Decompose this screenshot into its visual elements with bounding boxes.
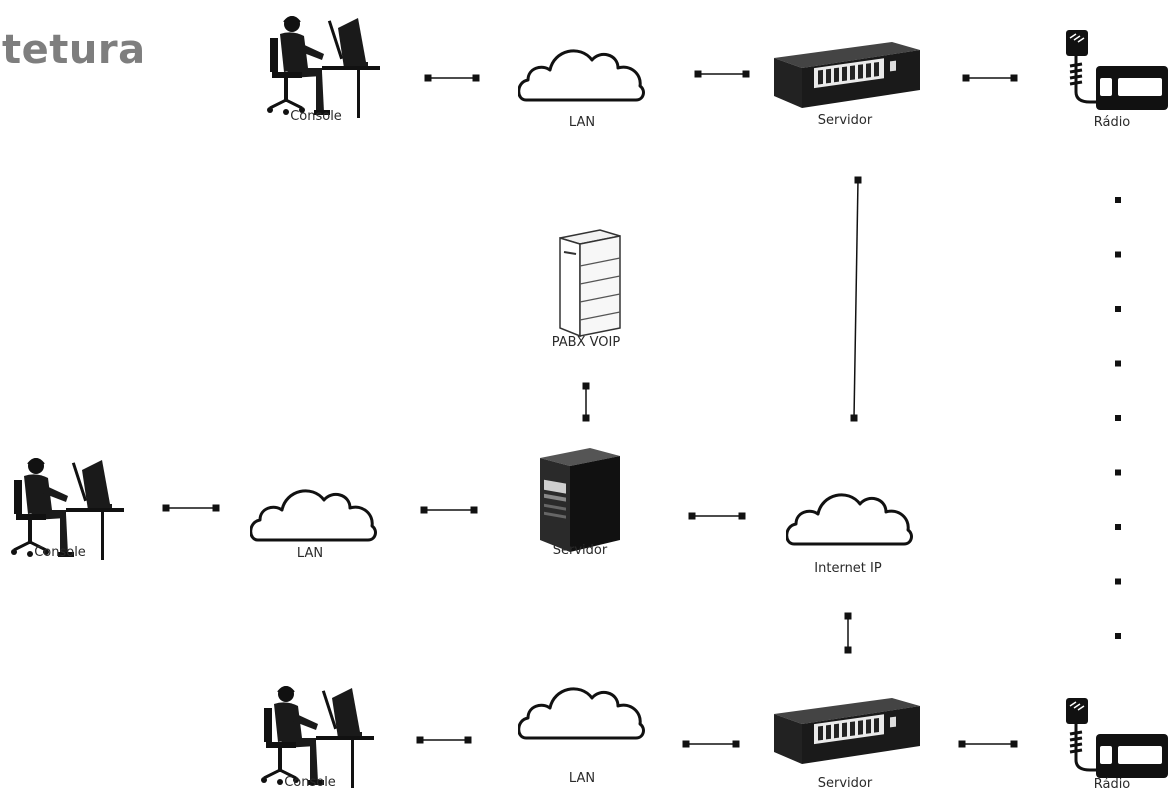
edge-endpoint [682, 740, 690, 748]
edge-pabx-to-servidor-mid [582, 382, 590, 422]
cloud-icon [250, 489, 377, 542]
edge-dot [1115, 360, 1121, 367]
edge-endpoint [464, 736, 472, 744]
edge-endpoint [844, 612, 852, 620]
edge-endpoint [1010, 74, 1018, 82]
node-label-console-mid: Console [34, 545, 86, 560]
edge-servidor-mid-to-internet [688, 512, 746, 520]
connections-layer [162, 70, 1121, 748]
edge-dot [1115, 251, 1121, 258]
node-label-radio-top: Rádio [1093, 115, 1131, 130]
nodes-layer [9, 14, 1170, 790]
edge-endpoint [416, 736, 424, 744]
rack-server-icon [774, 698, 920, 764]
console-icon [265, 14, 382, 120]
node-label-servidor-top: Servidor [817, 113, 873, 128]
edge-endpoint [732, 740, 740, 748]
edge-endpoint [854, 176, 862, 184]
edge-endpoint [694, 70, 702, 78]
node-label-console-top: Console [290, 109, 342, 124]
edge-endpoint [1010, 740, 1018, 748]
edge-servidor-bot-to-radio-bot [958, 740, 1018, 748]
node-label-lan-top: LAN [568, 115, 596, 130]
node-label-radio-bot: Rádio [1093, 777, 1131, 792]
edge-servidor-top-to-radio-top [962, 74, 1018, 82]
node-label-lan-mid: LAN [296, 546, 324, 561]
edge-console-mid-to-lan-mid [162, 504, 220, 512]
edge-dot [1115, 306, 1121, 312]
edge-endpoint [738, 512, 746, 520]
edge-console-bot-to-lan-bot [416, 736, 472, 744]
node-label-console-bot: Console [284, 775, 336, 790]
edge-dot [1115, 469, 1121, 476]
radio-icon [1064, 28, 1170, 112]
edge-dot [1115, 578, 1121, 585]
edge-endpoint [420, 506, 428, 514]
edge-endpoint [844, 646, 852, 654]
edge-endpoint [850, 414, 858, 422]
pabx-icon [559, 229, 621, 337]
cloud-icon [786, 493, 913, 546]
edge-radio-top-to-radio-bot [1115, 197, 1121, 639]
node-label-servidor-bot: Servidor [817, 776, 873, 791]
edge-lan-mid-to-servidor-mid [420, 506, 478, 514]
edge-console-top-to-lan-top [424, 74, 480, 82]
node-label-internet: Internet IP [814, 561, 882, 576]
edge-endpoint [424, 74, 432, 82]
page-title: tetura [2, 27, 146, 73]
console-icon [259, 684, 376, 790]
edge-endpoint [688, 512, 696, 520]
edge-lan-bot-to-servidor-bot [682, 740, 740, 748]
edge-endpoint [958, 740, 966, 748]
edge-endpoint [470, 506, 478, 514]
edge-endpoint [742, 70, 750, 78]
node-label-pabx: PABX VOIP [551, 335, 621, 350]
radio-icon [1064, 696, 1170, 780]
edge-endpoint [162, 504, 170, 512]
rack-server-icon [774, 42, 920, 108]
tower-server-icon [540, 448, 620, 552]
cloud-icon [518, 49, 645, 102]
node-label-lan-bot: LAN [568, 771, 596, 786]
node-label-servidor-mid: Servidor [552, 543, 608, 558]
edge-endpoint [212, 504, 220, 512]
edge-endpoint [472, 74, 480, 82]
edge-dot [1115, 633, 1121, 639]
edge-dot [1115, 415, 1121, 421]
cloud-icon [518, 687, 645, 740]
edge-dot [1115, 524, 1121, 530]
edge-line [853, 179, 859, 419]
edge-lan-top-to-servidor-top [694, 70, 750, 78]
edge-endpoint [962, 74, 970, 82]
edge-endpoint [582, 382, 590, 390]
edge-dot [1115, 197, 1121, 203]
edge-internet-to-servidor-bot [844, 612, 852, 654]
edge-endpoint [582, 414, 590, 422]
edge-servidor-top-to-internet [850, 176, 862, 422]
